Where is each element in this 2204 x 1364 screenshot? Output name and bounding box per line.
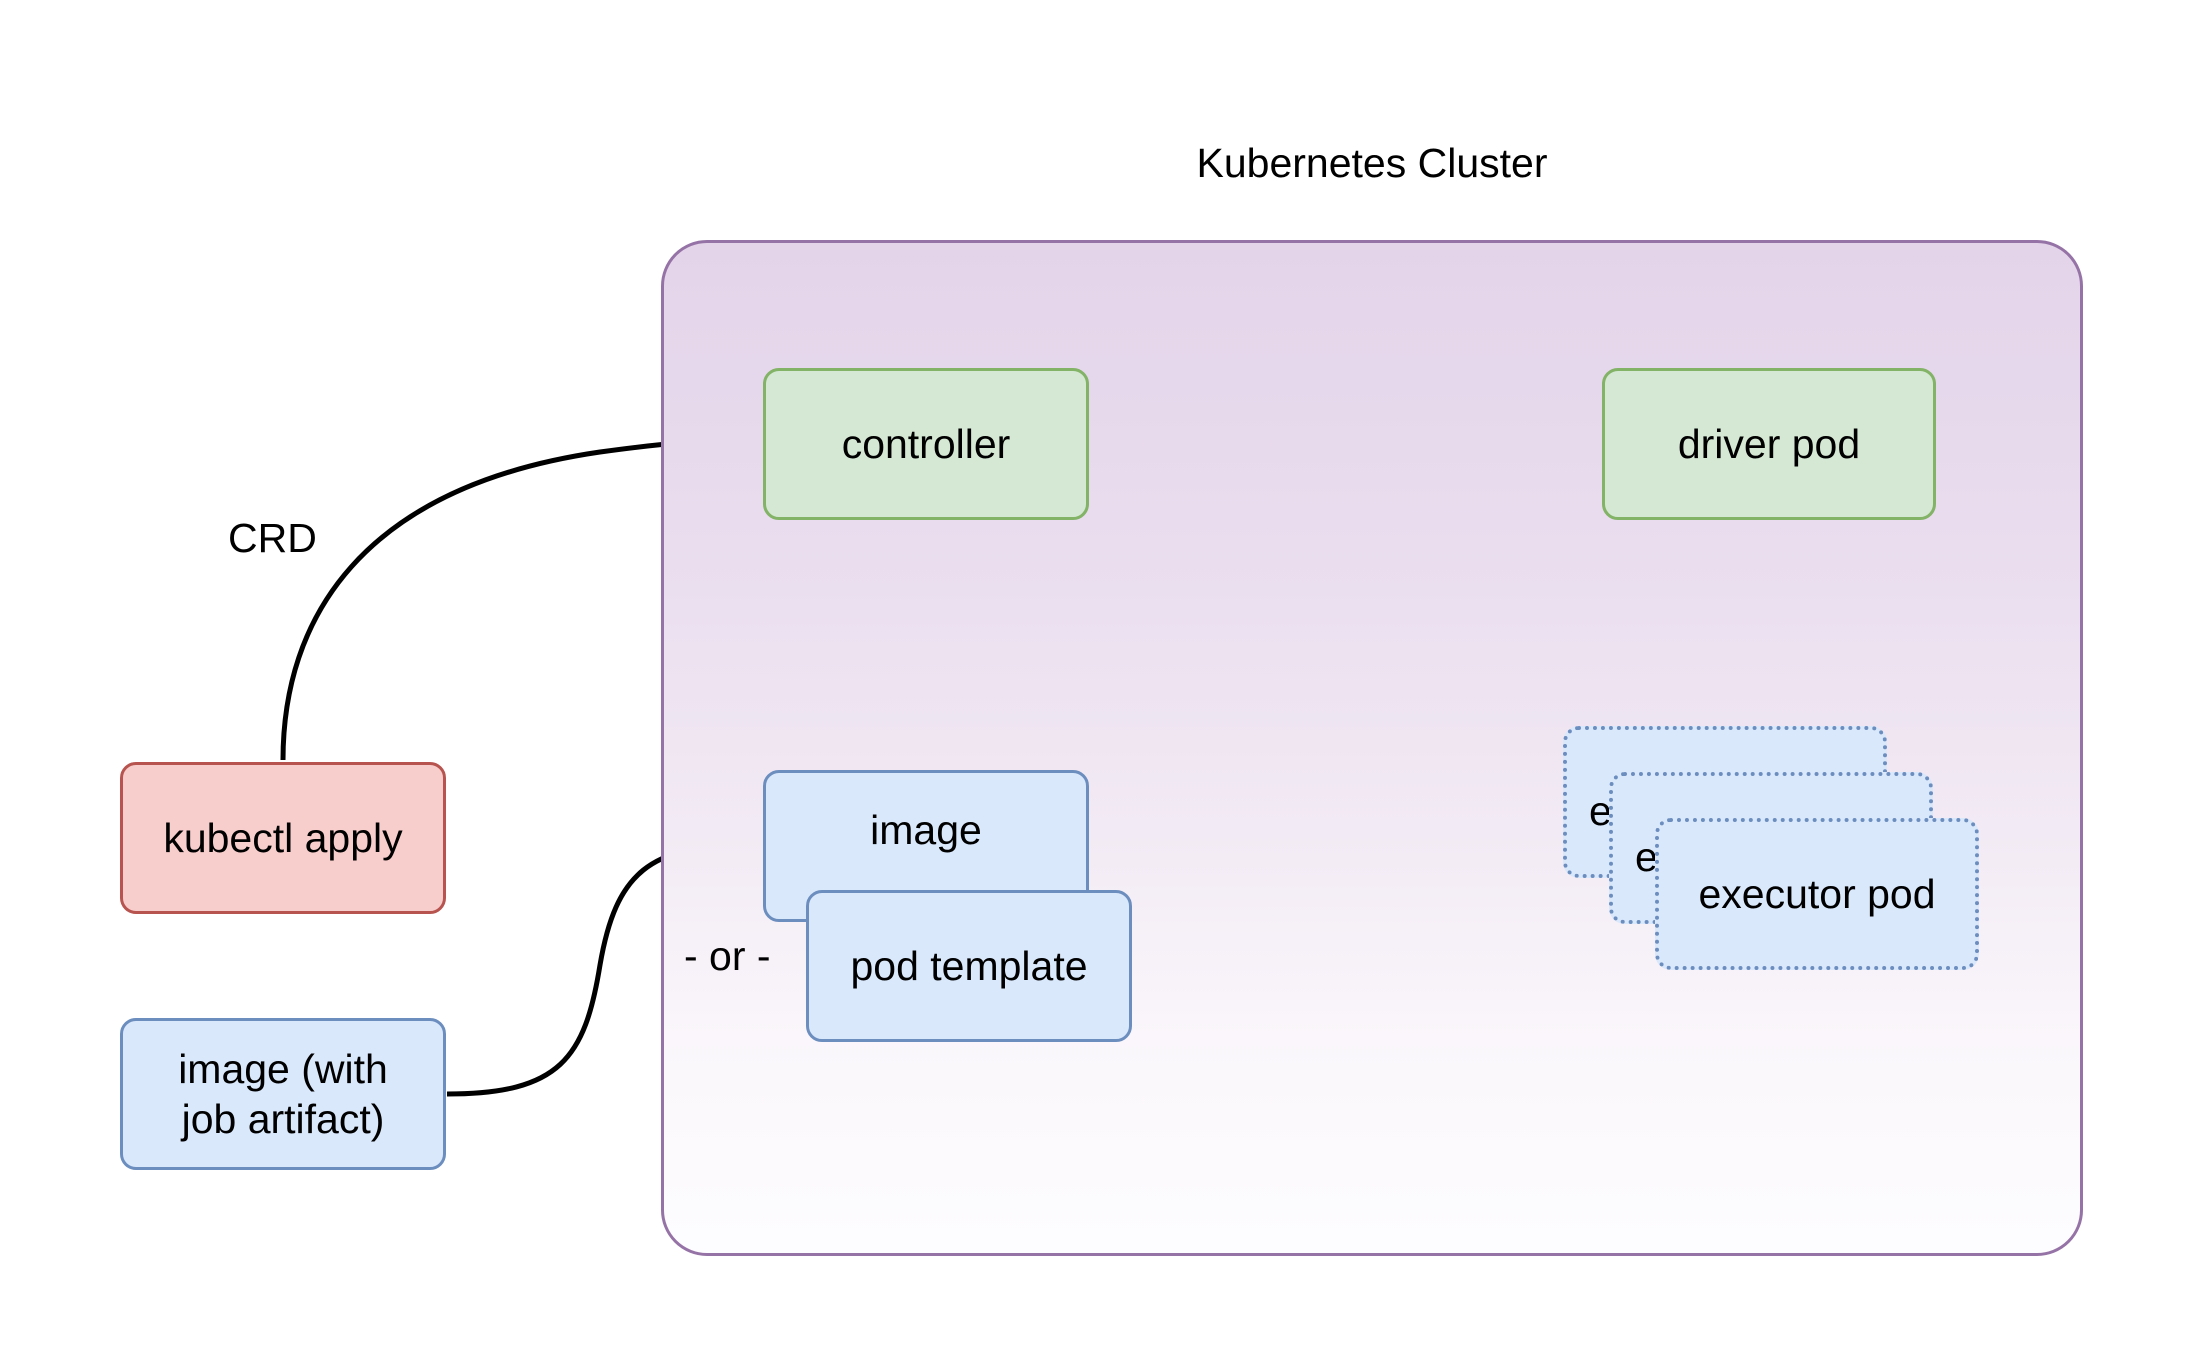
node-image-label: image bbox=[870, 807, 982, 853]
node-driver-pod[interactable]: driver pod bbox=[1602, 368, 1936, 520]
node-pod-template[interactable]: pod template bbox=[806, 890, 1132, 1042]
node-executor-pod-front[interactable]: executor pod bbox=[1655, 818, 1979, 970]
node-image-with-job-artifact[interactable]: image (with job artifact) bbox=[120, 1018, 446, 1170]
edge-label-or: - or - bbox=[684, 933, 771, 979]
node-kubectl-apply-label: kubectl apply bbox=[163, 814, 403, 861]
node-driver-pod-label: driver pod bbox=[1677, 420, 1861, 467]
edge-label-crd: CRD bbox=[228, 515, 317, 561]
node-executor-pod-front-label: executor pod bbox=[1698, 870, 1936, 917]
node-controller-label: controller bbox=[841, 420, 1011, 467]
node-kubectl-apply[interactable]: kubectl apply bbox=[120, 762, 446, 914]
node-controller[interactable]: controller bbox=[763, 368, 1089, 520]
cluster-title: Kubernetes Cluster bbox=[1196, 140, 1548, 186]
node-image-with-job-artifact-label: image (with job artifact) bbox=[178, 1045, 388, 1142]
node-pod-template-label: pod template bbox=[850, 942, 1088, 989]
